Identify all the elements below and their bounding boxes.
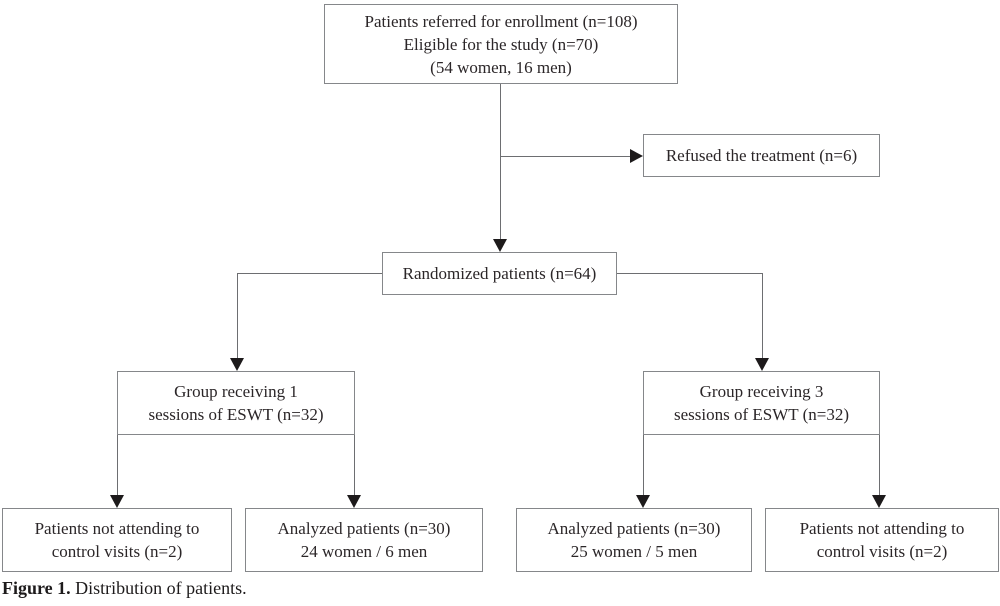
enrollment-line-2: Eligible for the study (n=70) <box>403 34 599 54</box>
arrowhead-into-analyzed-left <box>347 495 361 508</box>
group-1-line-1: Group receiving 1 <box>174 382 298 401</box>
enrollment-box: Patients referred for enrollment (n=108)… <box>324 4 678 84</box>
analyzed-right-box: Analyzed patients (n=30) 25 women / 5 me… <box>516 508 752 572</box>
enrollment-line-3: (54 women, 16 men) <box>430 57 572 77</box>
not-attending-left-line-2: control visits (n=2) <box>51 542 183 561</box>
arrowhead-into-group-3 <box>755 358 769 371</box>
analyzed-left-line-2: 24 women / 6 men <box>300 542 428 561</box>
figure-caption: Figure 1. Distribution of patients. <box>2 578 247 599</box>
analyzed-right-line-1: Analyzed patients (n=30) <box>547 519 721 538</box>
connector-group1-to-analyzed <box>354 435 355 496</box>
connector-randomized-right-horizontal <box>617 273 762 274</box>
connector-enrollment-to-randomized <box>500 84 501 240</box>
randomized-label: Randomized patients (n=64) <box>402 264 597 283</box>
figure-caption-label: Figure 1. <box>2 578 71 598</box>
analyzed-left-box: Analyzed patients (n=30) 24 women / 6 me… <box>245 508 483 572</box>
group-3-line-2: sessions of ESWT (n=32) <box>673 405 849 424</box>
connector-randomized-left-vertical <box>237 273 238 358</box>
analyzed-left-line-1: Analyzed patients (n=30) <box>277 519 451 538</box>
randomized-box: Randomized patients (n=64) <box>382 252 617 295</box>
group-3-sessions-box: Group receiving 3 sessions of ESWT (n=32… <box>643 371 880 435</box>
connector-group1-to-not-attending <box>117 435 118 496</box>
not-attending-right-line-2: control visits (n=2) <box>816 542 948 561</box>
enrollment-line-1: Patients referred for enrollment (n=108) <box>364 11 638 31</box>
not-attending-right-line-1: Patients not attending to <box>799 519 965 538</box>
connector-randomized-right-vertical <box>762 273 763 358</box>
arrowhead-into-refused <box>630 149 643 163</box>
arrowhead-into-group-1 <box>230 358 244 371</box>
connector-randomized-left-horizontal <box>237 273 382 274</box>
group-1-session-box: Group receiving 1 sessions of ESWT (n=32… <box>117 371 355 435</box>
not-attending-left-line-1: Patients not attending to <box>34 519 200 538</box>
connector-group3-to-not-attending <box>879 435 880 496</box>
arrowhead-into-not-attending-left <box>110 495 124 508</box>
group-1-line-2: sessions of ESWT (n=32) <box>148 405 324 424</box>
analyzed-right-line-2: 25 women / 5 men <box>570 542 698 561</box>
refused-treatment-label: Refused the treatment (n=6) <box>665 146 858 165</box>
connector-group3-to-analyzed <box>643 435 644 496</box>
connector-to-refused <box>500 156 630 157</box>
arrowhead-into-analyzed-right <box>636 495 650 508</box>
not-attending-right-box: Patients not attending to control visits… <box>765 508 999 572</box>
not-attending-left-box: Patients not attending to control visits… <box>2 508 232 572</box>
group-3-line-1: Group receiving 3 <box>699 382 824 401</box>
arrowhead-into-not-attending-right <box>872 495 886 508</box>
refused-treatment-box: Refused the treatment (n=6) <box>643 134 880 177</box>
arrowhead-into-randomized <box>493 239 507 252</box>
figure-caption-text: Distribution of patients. <box>70 578 247 598</box>
